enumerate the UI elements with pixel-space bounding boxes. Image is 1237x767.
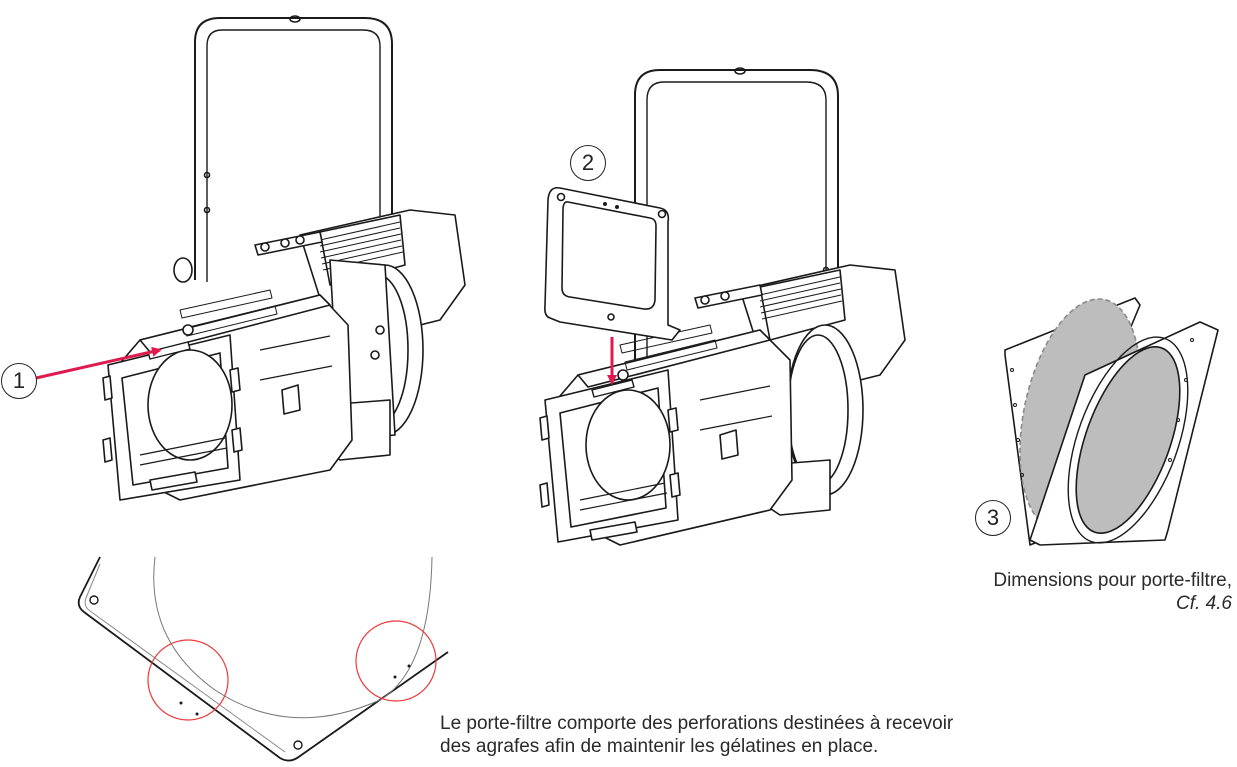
clips-text-line1: Le porte-filtre comporte des perforation… — [440, 713, 954, 734]
clips-text-line2: des agrafes afin de maintenir les gélati… — [440, 736, 879, 757]
dimensions-caption: Dimensions pour porte-filtre, Cf. 4.6 — [993, 569, 1232, 615]
step-3-marker: 3 — [975, 500, 1011, 536]
filter-frame-with-gel — [1004, 297, 1219, 546]
clips-caption: Le porte-filtre comporte des perforation… — [440, 712, 1160, 758]
dimensions-text: Dimensions pour porte-filtre, — [993, 570, 1232, 591]
filter-frame-step2 — [544, 186, 681, 341]
step-1-marker: 1 — [1, 363, 37, 399]
luminaire-left — [102, 15, 466, 501]
insert-arrow-1 — [35, 346, 162, 380]
filter-frame-detail — [77, 556, 449, 762]
dimensions-reference: Cf. 4.6 — [1176, 593, 1232, 614]
step-2-marker: 2 — [570, 145, 606, 181]
